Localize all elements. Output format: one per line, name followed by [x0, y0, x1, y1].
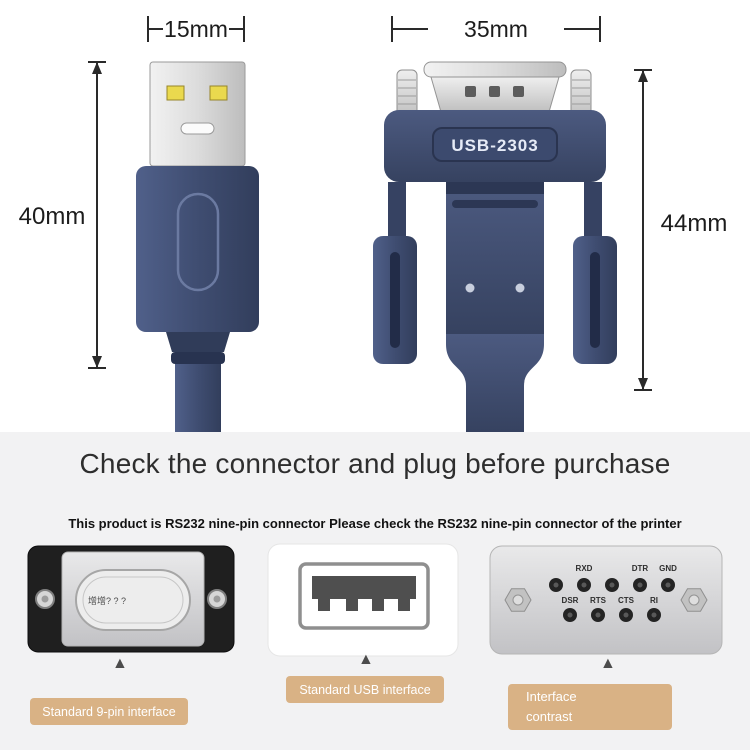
usb-port-tooth	[318, 599, 330, 611]
rivet-dot	[465, 283, 475, 293]
badge-label-line2: contrast	[526, 709, 573, 724]
arrow-up-icon: ▲	[600, 655, 616, 672]
section-title: Check the connector and plug before purc…	[79, 448, 671, 479]
usb-height-dimension	[88, 61, 106, 369]
usb-strain-relief	[166, 332, 230, 352]
pin-highlight	[567, 612, 573, 618]
db9-male-shell	[489, 545, 723, 655]
badge-label: Standard 9-pin interface	[42, 704, 176, 719]
usb-port-tooth	[346, 599, 358, 611]
db9-male-illustration: RXD DTR GND DSR RTS CTS RI	[489, 545, 723, 655]
db9-face-plate	[423, 61, 567, 78]
pin-label-rxd: RXD	[576, 564, 593, 573]
pin-label-rts: RTS	[590, 596, 607, 605]
pin-highlight	[609, 582, 615, 588]
usb-port-slot	[312, 576, 416, 599]
dimension-arrow	[638, 70, 648, 82]
pin-highlight	[595, 612, 601, 618]
db9-width-label: 35mm	[464, 16, 528, 42]
barrel-slot-left	[390, 252, 400, 348]
db9-shell-hole	[489, 86, 500, 97]
usb-port-tooth	[398, 599, 410, 611]
usb-slot	[180, 122, 215, 135]
badge-standard-usb-interface: Standard USB interface	[286, 676, 444, 703]
hex-nut-hole	[512, 594, 524, 606]
barrel-slot-right	[590, 252, 600, 348]
usb-body-emboss	[176, 192, 220, 292]
usb-width-dimension	[147, 16, 245, 42]
pin-label-gnd: GND	[659, 564, 677, 573]
db9-screw-rod-right	[570, 69, 592, 119]
usb-strain-ring	[171, 352, 225, 364]
usb-metal-shell	[149, 61, 246, 167]
usb-contact-left	[166, 85, 185, 101]
pin-highlight	[665, 582, 671, 588]
db9-cable	[446, 334, 544, 432]
usb-port-tooth	[372, 599, 384, 611]
pin-highlight	[623, 612, 629, 618]
female-port-text: 增增? ? ?	[88, 595, 126, 606]
usb-connector-illustration	[136, 61, 259, 432]
connector-comparison-graphic: 增增? ? ?	[27, 543, 723, 657]
connector-model-label: USB-2303	[451, 136, 538, 155]
pin-highlight	[651, 612, 657, 618]
hex-nut-hole	[688, 594, 700, 606]
pin-label-cts: CTS	[618, 596, 635, 605]
connector-dimensions-graphic: 15mm 40mm 35mm	[19, 16, 728, 432]
model-label-plate	[432, 127, 558, 162]
arrow-up-icon: ▲	[112, 655, 128, 672]
dimension-arrow	[638, 378, 648, 390]
db9-column-groove	[452, 200, 538, 208]
db9-shell-hole	[513, 86, 524, 97]
badge-interface-contrast: Interface contrast	[508, 684, 672, 730]
screw-hole-center	[213, 595, 221, 603]
pin-label-dtr: DTR	[632, 564, 649, 573]
screw-hole-center	[41, 595, 49, 603]
pin-label-dsr: DSR	[562, 596, 579, 605]
female-9pin-illustration: 增增? ? ?	[27, 545, 235, 653]
barrel-stem-left	[388, 182, 406, 240]
usb-height-label: 40mm	[19, 203, 86, 230]
pin-label-ri: RI	[650, 596, 658, 605]
barrel-stem-right	[584, 182, 602, 240]
female-9pin-oval	[75, 569, 191, 631]
pin-highlight	[637, 582, 643, 588]
female-9pin-oval-inner	[82, 576, 184, 624]
badge-label: Standard USB interface	[299, 682, 431, 697]
db9-shell-hole	[465, 86, 476, 97]
db9-connector-illustration: USB-2303	[373, 61, 617, 432]
info-section: Check the connector and plug before purc…	[0, 432, 750, 750]
dimension-arrow	[92, 356, 102, 368]
pin-highlight	[581, 582, 587, 588]
usb-cable	[175, 364, 221, 432]
db9-width-dimension	[391, 16, 601, 42]
usb-width-label: 15mm	[164, 16, 228, 42]
rivet-dot	[515, 283, 525, 293]
db9-height-dimension	[634, 69, 652, 391]
usb-port-illustration	[267, 543, 459, 657]
usb-contact-right	[209, 85, 228, 101]
db9-column-step	[446, 182, 544, 194]
db9-height-label: 44mm	[661, 210, 728, 237]
dimension-arrow	[92, 62, 102, 74]
section-subtitle: This product is RS232 nine-pin connector…	[68, 516, 682, 531]
badge-standard-9pin-interface: Standard 9-pin interface	[30, 698, 188, 725]
pin-highlight	[553, 582, 559, 588]
usb-body	[136, 166, 259, 332]
arrow-up-icon: ▲	[358, 651, 374, 668]
badge-label-line1: Interface	[526, 689, 577, 704]
